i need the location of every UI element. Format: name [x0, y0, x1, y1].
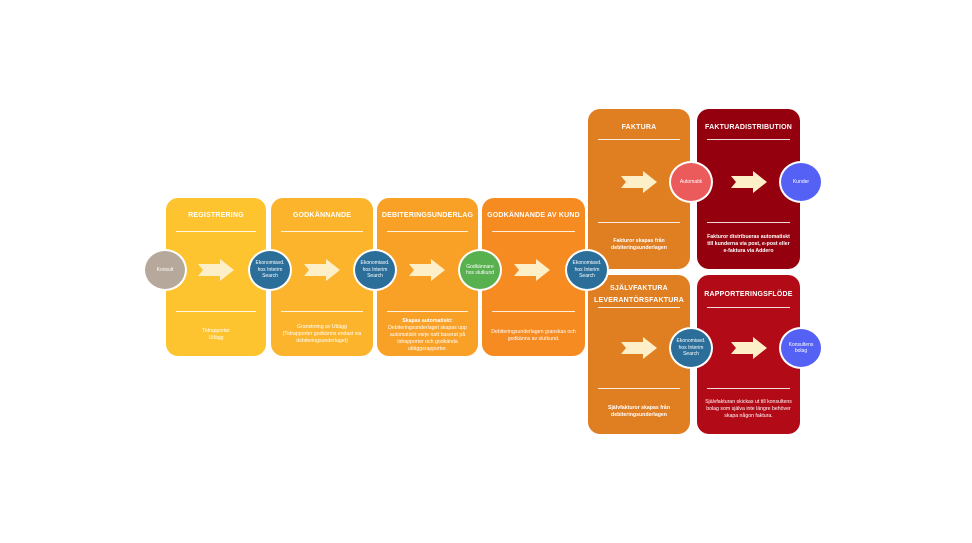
card-desc: Fakturor skapas från debiteringsunderlag… [611, 238, 667, 251]
divider [598, 139, 680, 140]
node-label: Ekonomiavd. hos Interim Search [572, 260, 602, 280]
divider [707, 139, 790, 140]
arrow-right-icon [731, 171, 767, 193]
divider [707, 307, 790, 308]
arrow-right-icon [409, 259, 445, 281]
node-label: Ekonomiavd. hos Interim Search [255, 260, 285, 280]
card-title: GODKÄNNANDE [292, 212, 352, 219]
node-label: Automatik [679, 178, 703, 185]
node-ekonomiavd: Ekonomiavd. hos Interim Search [248, 249, 292, 291]
node-godkannare: Godkännare hos slutkund [458, 249, 502, 291]
divider [281, 231, 363, 232]
card-title: DEBITERINGSUNDERLAG [381, 212, 474, 219]
card-desc-bold: Skapas automatiskt: [402, 318, 453, 324]
card-title: FAKTURA [621, 124, 657, 131]
arrow-right-icon [304, 259, 340, 281]
node-label: Godkännare hos slutkund [465, 263, 495, 277]
node-label: Ekonomiavd. hos Interim Search [360, 260, 390, 280]
node-kunder: Kunder [779, 161, 823, 203]
card-title-2: LEVERANTÖRSFAKTURA [594, 297, 684, 304]
arrow-right-icon [514, 259, 550, 281]
card-desc: Självfakturor skapas från debiteringsund… [608, 405, 670, 418]
card-title: REGISTRERING [188, 212, 244, 219]
divider [387, 311, 468, 312]
card-desc: Granskning av Utlägg (Tidrapporter godkä… [282, 324, 362, 344]
arrow-right-icon [621, 171, 657, 193]
divider [598, 388, 680, 389]
arrow-right-icon [621, 337, 657, 359]
node-konsultens-bolag: Konsultens bolag [779, 327, 823, 369]
divider [598, 307, 680, 308]
divider [598, 222, 680, 223]
card-title: RAPPORTERINGSFLÖDE [704, 291, 793, 298]
arrow-right-icon [731, 337, 767, 359]
card-desc: Debiteringsunderlagen granskas och godkä… [491, 329, 576, 342]
divider [492, 311, 575, 312]
divider [176, 311, 256, 312]
node-label: Konsultens bolag [788, 341, 814, 355]
divider [387, 231, 468, 232]
card-desc: Självfakturan skickas ut till konsultens… [705, 399, 792, 419]
divider [281, 311, 363, 312]
divider [492, 231, 575, 232]
node-label: Konsult [156, 266, 174, 273]
arrow-right-icon [198, 259, 234, 281]
divider [707, 222, 790, 223]
divider [176, 231, 256, 232]
node-konsult: Konsult [143, 249, 187, 291]
card-desc: Tidrapporter Utlägg [201, 328, 231, 341]
node-ekonomiavd: Ekonomiavd. hos Interim Search [565, 249, 609, 291]
node-automatik: Automatik [669, 161, 713, 203]
node-label: Kunder [792, 178, 810, 185]
card-desc: Debiteringsunderlaget skapas upp automat… [388, 325, 467, 352]
card-title: SJÄLVFAKTURA [610, 285, 668, 292]
node-ekonomiavd: Ekonomiavd. hos Interim Search [353, 249, 397, 291]
card-title: GODKÄNNANDE AV KUND [487, 212, 580, 219]
card-title: FAKTURADISTRIBUTION [704, 124, 793, 131]
divider [707, 388, 790, 389]
node-label: Ekonomiavd. hos Interim Search [676, 338, 706, 358]
node-ekonomiavd: Ekonomiavd. hos Interim Search [669, 327, 713, 369]
card-desc: Fakturor distribueras automatiskt till k… [707, 234, 790, 254]
